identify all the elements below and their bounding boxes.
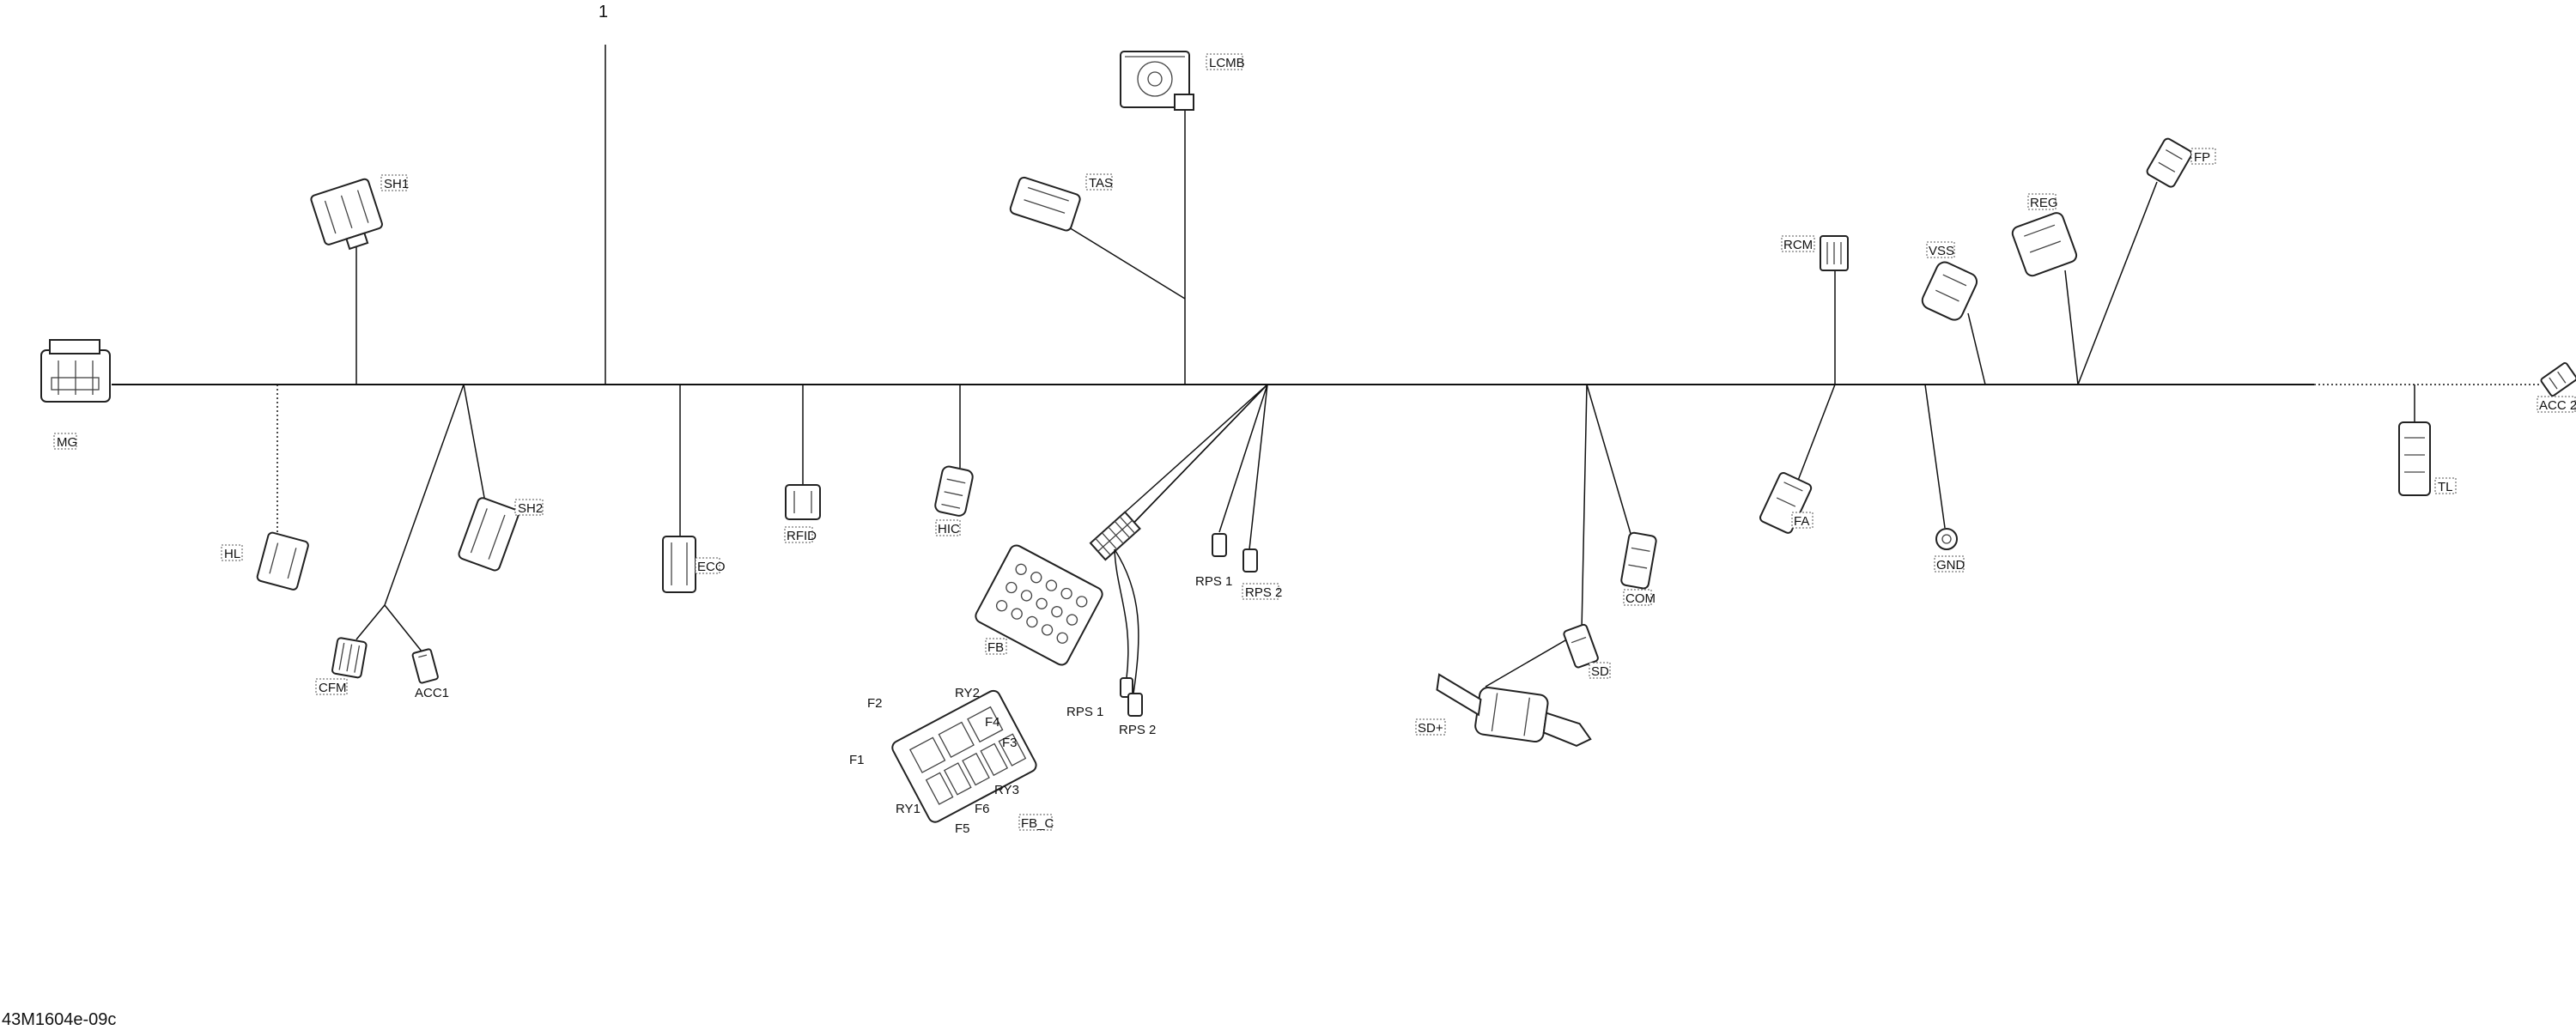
label-fuse-f6: F6 (975, 802, 990, 816)
label-vss: VSS (1929, 244, 1954, 258)
connector-fb (975, 544, 1103, 666)
label-fbc: FB_C (1021, 816, 1054, 831)
wire-rps2-b (1114, 548, 1139, 694)
wire-rps1-b (1114, 548, 1129, 679)
connector-acc1 (411, 648, 439, 684)
connector-rps1-a (1212, 533, 1227, 557)
label-sh1: SH1 (384, 177, 409, 191)
wire-rps2-a (1249, 384, 1268, 550)
ground-terminal (1935, 528, 1958, 550)
wire-vss (1967, 312, 1986, 385)
label-hic: HIC (938, 522, 960, 536)
label-fuse-f2: F2 (867, 696, 883, 711)
label-gnd: GND (1936, 558, 1965, 573)
label-acc2: ACC 2 (2539, 398, 2576, 413)
label-tas: TAS (1089, 176, 1113, 191)
wire-cfm (355, 604, 386, 640)
connector-tas (1009, 176, 1081, 232)
fuse-block-fbc (891, 689, 1037, 823)
label-acc1: ACC1 (415, 686, 449, 700)
label-rcm: RCM (1783, 238, 1813, 252)
label-rps1-a: RPS 1 (1195, 574, 1232, 589)
wire-fb-1 (1100, 384, 1268, 535)
wire-rps1-a (1218, 384, 1268, 533)
wire-sh2 (463, 384, 486, 503)
label-relay-ry2: RY2 (955, 686, 980, 700)
label-sh2: SH2 (518, 501, 543, 516)
label-fuse-f4: F4 (985, 715, 1000, 730)
wire-gnd (1924, 384, 1946, 529)
label-tl: TL (2438, 480, 2453, 494)
wire-fp (2077, 181, 2158, 385)
connector-rps2-b (1127, 693, 1143, 717)
label-sd: SD (1591, 664, 1609, 679)
label-fa: FA (1794, 514, 1809, 529)
label-reg: REG (2030, 196, 2058, 210)
wire-tas (1064, 224, 1186, 300)
connector-rcm (1820, 235, 1849, 271)
label-fp: FP (2194, 150, 2210, 165)
label-fb: FB (987, 640, 1004, 655)
connector-cfm (331, 637, 368, 679)
connector-rfid (785, 484, 821, 520)
connector-mg (40, 339, 111, 403)
connector-rps1-b (1120, 677, 1133, 698)
wire-sd (1581, 384, 1588, 632)
label-hl: HL (224, 547, 240, 561)
label-rps2-b: RPS 2 (1119, 723, 1156, 737)
label-rps2-a: RPS 2 (1245, 585, 1282, 600)
component-sd-plus (1436, 673, 1592, 748)
label-cfm: CFM (319, 681, 347, 695)
wire-com (1586, 384, 1632, 537)
connector-reg (2011, 212, 2078, 277)
figure-id: 43M1604e-09c (2, 1010, 116, 1029)
connector-sh2 (458, 497, 519, 572)
wire-branch-cfm (384, 384, 465, 606)
label-relay-ry1: RY1 (896, 802, 920, 816)
connector-fa (1759, 472, 1813, 534)
label-com: COM (1625, 591, 1656, 606)
connector-com (1620, 531, 1657, 590)
connector-eco (662, 536, 696, 593)
label-lcmb: LCMB (1209, 56, 1245, 70)
connector-sd (1563, 623, 1599, 669)
label-rps1-b: RPS 1 (1066, 705, 1103, 719)
connector-sh1 (310, 178, 383, 251)
connector-fp (2146, 137, 2193, 188)
wire-reg (2064, 270, 2079, 385)
callout-number: 1 (598, 3, 608, 21)
connector-rps2-a (1242, 548, 1258, 573)
connector-vss (1921, 261, 1978, 321)
connector-tl (2398, 421, 2431, 496)
label-fuse-f5: F5 (955, 821, 970, 836)
label-relay-ry3: RY3 (994, 783, 1019, 797)
label-fuse-f1: F1 (849, 753, 865, 767)
label-rfid: RFID (787, 529, 817, 543)
connector-acc2 (2540, 362, 2576, 397)
connector-hic (934, 465, 974, 517)
wire-fb-3 (1126, 384, 1268, 531)
connector-hl (256, 531, 309, 591)
harness-sleeve (1089, 511, 1141, 561)
connector-lcmb (1120, 51, 1194, 111)
label-mg: MG (57, 435, 77, 450)
wire-fa (1794, 384, 1836, 490)
label-sd-plus: SD+ (1418, 721, 1443, 736)
wire-acc1 (384, 604, 423, 653)
label-eco: ECO (697, 560, 726, 574)
label-fuse-f3: F3 (1002, 736, 1018, 750)
